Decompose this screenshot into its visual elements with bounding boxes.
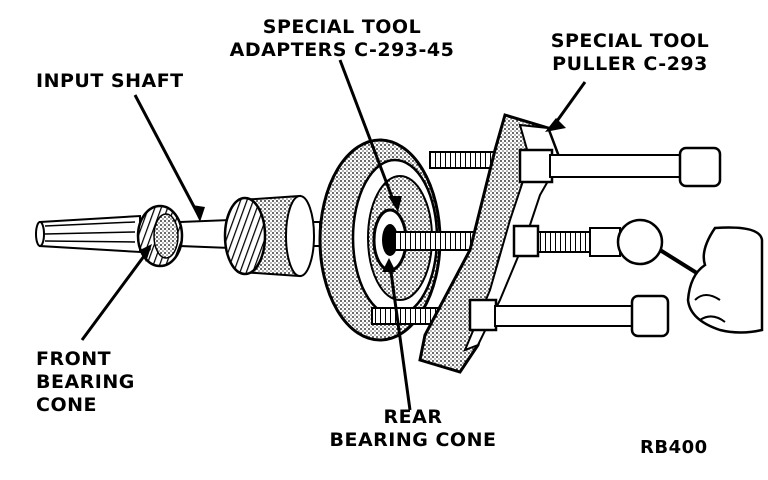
leader-front-bearing <box>80 247 152 341</box>
leader-rear-bearing <box>388 264 412 411</box>
hand-illustration <box>658 226 764 334</box>
leader-lines <box>80 59 412 411</box>
label-special-tool-adapters: SPECIAL TOOL ADAPTERS C-293-45 <box>229 16 455 61</box>
leader-puller <box>550 81 587 129</box>
leader-input-shaft <box>133 94 202 219</box>
puller-bolts <box>468 146 722 338</box>
leader-adapters <box>338 59 397 206</box>
label-special-tool-puller: SPECIAL TOOL PULLER C-293 <box>550 30 710 75</box>
label-front-bearing-cone: FRONT BEARING CONE <box>36 348 135 416</box>
gear-part <box>223 194 315 278</box>
label-input-shaft: INPUT SHAFT <box>36 70 184 92</box>
figure-id: RB400 <box>640 437 708 458</box>
label-rear-bearing-cone: REAR BEARING CONE <box>329 406 497 451</box>
leader-arrowheads <box>140 118 566 272</box>
adapter-disk-part <box>318 138 442 342</box>
